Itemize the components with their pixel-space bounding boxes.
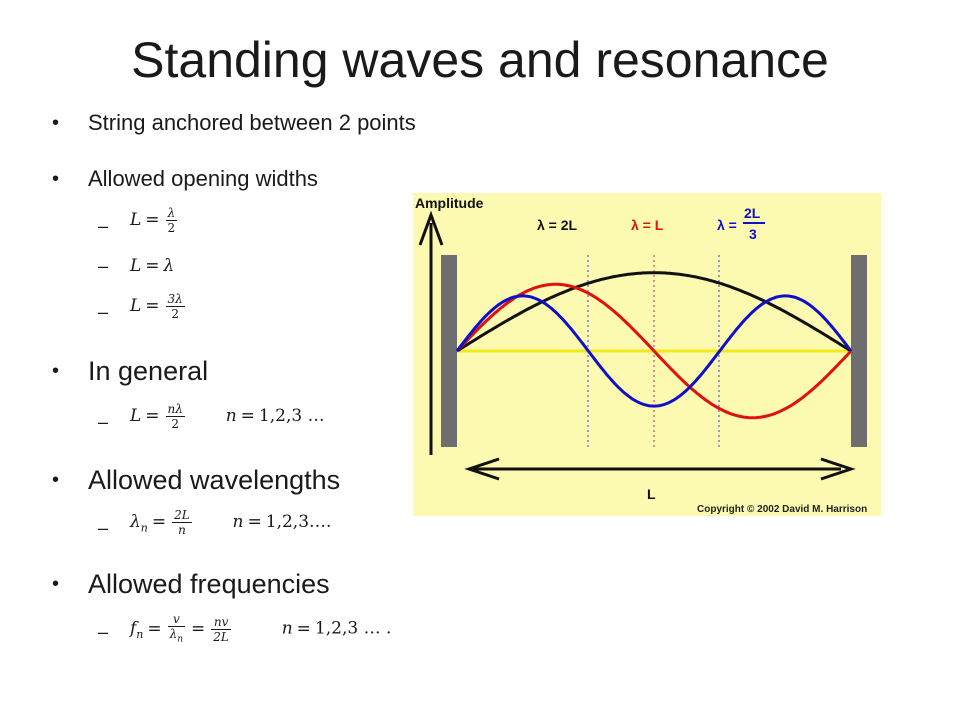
dash: – — [98, 302, 109, 322]
formula-n: n — [281, 618, 293, 639]
frac-den: 2 — [171, 417, 180, 431]
dash: – — [98, 412, 109, 432]
bullet-text: Allowed opening widths — [88, 166, 318, 191]
formula-eq: = — [191, 618, 206, 639]
formula-lhs: f — [130, 618, 137, 639]
length-label: L — [647, 486, 656, 502]
frac-num: 2L — [172, 508, 192, 523]
formula-n-values: 1,2,3 … — [258, 406, 325, 426]
standing-wave-figure: Amplitude λ = 2L λ = L λ = 2L 3 L Copyri… — [413, 193, 881, 516]
frac-den: 2 — [171, 307, 179, 321]
formula-lhs: L — [130, 256, 142, 276]
formula-lhs: λ — [130, 512, 141, 532]
formula-lhs: L — [130, 210, 142, 230]
formula-n: n — [232, 512, 244, 532]
amplitude-axis-arrowhead — [418, 210, 444, 246]
frac-num: nλ — [165, 402, 185, 417]
wave-lambda-2L — [456, 271, 852, 353]
formula-lhs: L — [130, 296, 142, 316]
formula-eq: = — [145, 296, 160, 316]
formula-eq: = — [151, 512, 167, 532]
frac-num: 3λ — [165, 292, 185, 307]
dash: – — [98, 518, 109, 538]
formula-lhs: L — [130, 406, 142, 426]
standing-wave-diagram: Amplitude λ = 2L λ = L λ = 2L 3 L Copyri… — [415, 195, 867, 515]
formula-n-values: 1,2,3…. — [265, 512, 332, 532]
bullet-dot: • — [52, 168, 60, 190]
frac-num: nv — [211, 615, 231, 630]
formula-eq: = — [145, 406, 160, 426]
bullet-dot: • — [52, 360, 60, 382]
formula-eq: = — [240, 406, 255, 426]
formula-subscript: n — [136, 628, 144, 642]
copyright-text: Copyright © 2002 David M. Harrison — [697, 504, 867, 515]
formula-subscript: n — [140, 521, 148, 535]
bullet-dot: • — [52, 469, 60, 491]
frac-den: n — [178, 523, 186, 537]
legend-frac-num: 2L — [744, 205, 761, 221]
formula-eq: = — [145, 210, 160, 230]
legend-lambda-2L: λ = 2L — [537, 217, 578, 233]
frac-num: v — [167, 612, 186, 627]
length-arrow-left-head — [464, 457, 500, 481]
amplitude-label: Amplitude — [415, 195, 484, 211]
formula-eq: = — [147, 618, 162, 639]
slide-title: Standing waves and resonance — [131, 32, 829, 88]
formula-rhs: λ — [163, 256, 175, 276]
formula-eq: = — [296, 618, 311, 639]
bullet-text: In general — [88, 356, 209, 386]
dash: – — [98, 256, 109, 276]
formula-eq: = — [247, 512, 262, 532]
formula-n: n — [225, 406, 237, 426]
dash: – — [98, 216, 109, 236]
frac-den: 2 — [167, 221, 176, 235]
formula-eq: = — [145, 256, 160, 276]
frac-den-subscript: n — [177, 634, 184, 645]
right-post — [851, 255, 867, 447]
bullet-dot: • — [52, 573, 60, 595]
wave-lambda-2L-3 — [455, 294, 853, 408]
formula-n-values: 1,2,3 … . — [314, 618, 392, 639]
legend-lambda-2L-3: λ = — [717, 217, 737, 233]
legend-lambda-L: λ = L — [631, 217, 664, 233]
length-arrow-right-head — [820, 457, 856, 481]
frac-num: λ — [165, 206, 178, 221]
frac-den: λ — [169, 627, 178, 641]
legend-frac-den: 3 — [749, 226, 757, 242]
dash: – — [98, 622, 109, 642]
wave-lambda-L — [455, 282, 853, 420]
bullet-text: String anchored between 2 points — [88, 110, 416, 135]
left-post — [441, 255, 457, 447]
frac-den: 2L — [213, 629, 229, 644]
bullet-dot: • — [52, 112, 60, 134]
bullet-text: Allowed frequencies — [88, 569, 330, 599]
bullet-text: Allowed wavelengths — [88, 465, 341, 495]
